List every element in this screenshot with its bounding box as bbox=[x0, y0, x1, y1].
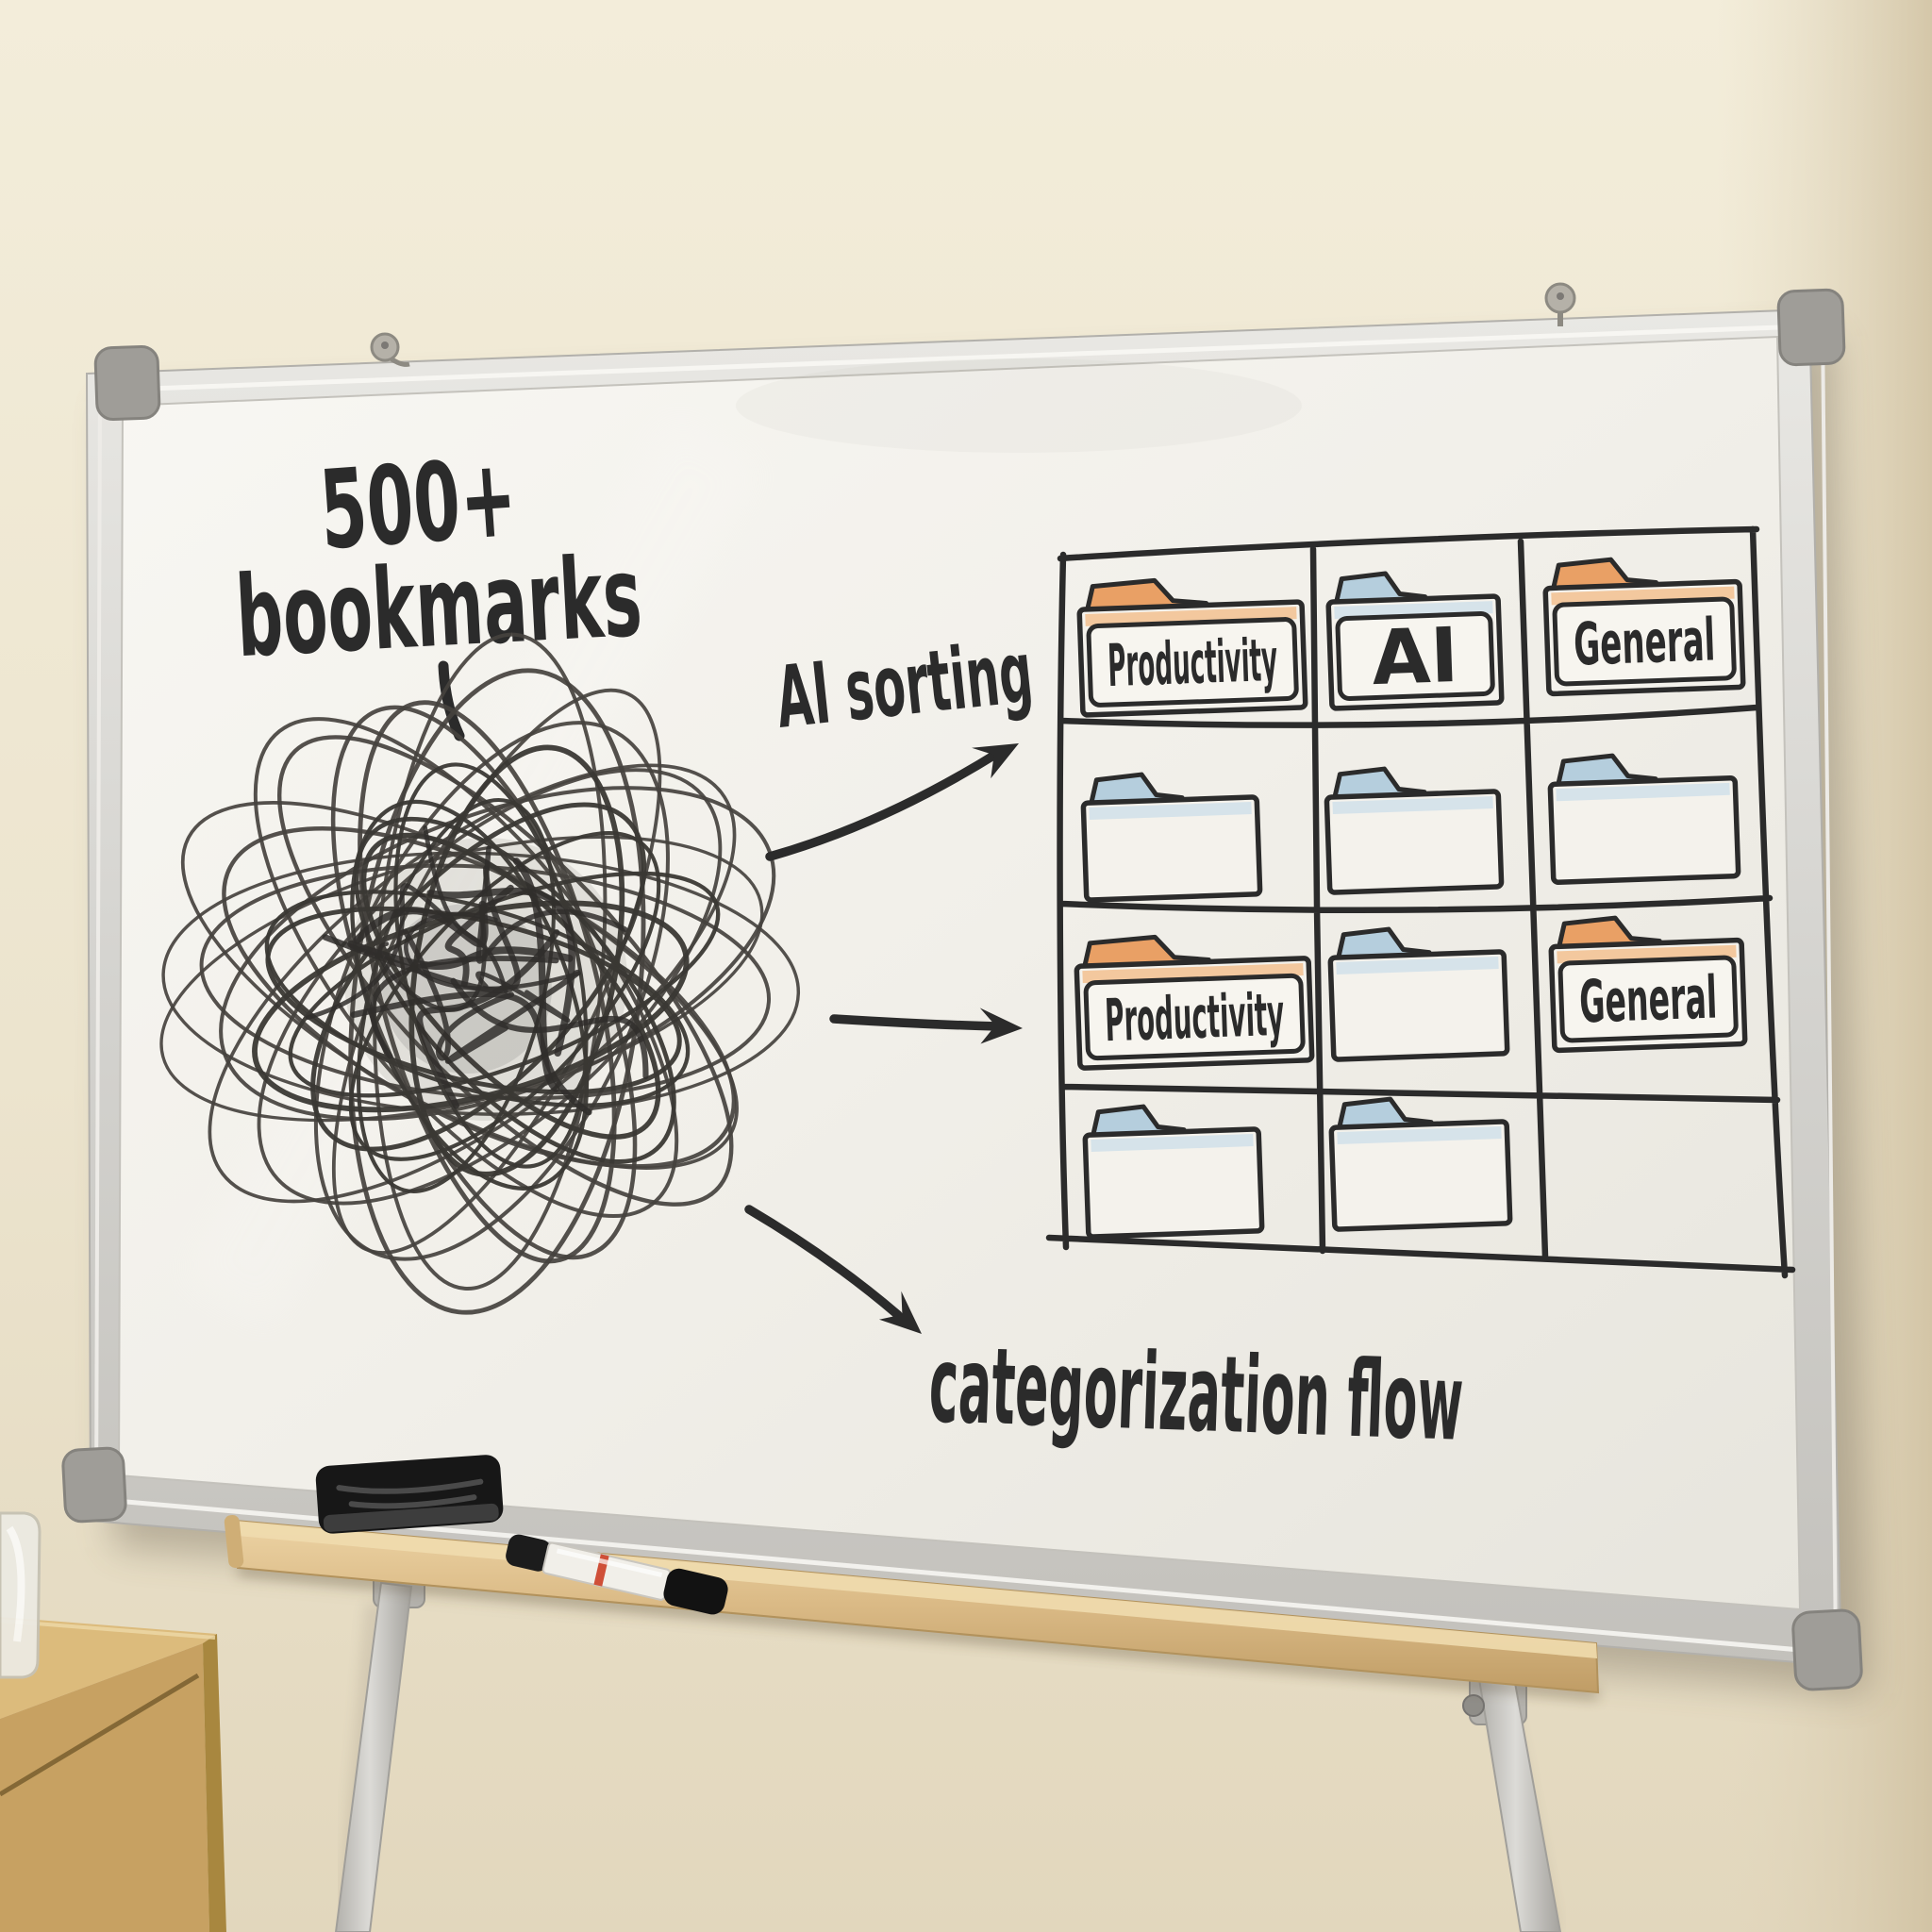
folder-grid-lines bbox=[1045, 525, 1796, 1279]
dry-erase-marker bbox=[506, 1534, 728, 1615]
board-drawing: 500+ bookmarks AI sorting ProductivityAI… bbox=[159, 435, 1796, 1465]
arrow-categorization bbox=[744, 1205, 903, 1320]
folder-productivity: Productivity bbox=[1076, 577, 1308, 718]
arrow-middle bbox=[829, 1014, 1003, 1031]
wooden-cabinet bbox=[0, 1617, 226, 1932]
easel-stand bbox=[334, 1544, 1562, 1932]
folder-blank bbox=[1324, 766, 1505, 895]
folder-label: Productivity bbox=[1107, 625, 1278, 700]
arrowhead-icon bbox=[979, 1008, 1023, 1044]
folder-label-plate bbox=[1086, 617, 1299, 708]
folder-band bbox=[1337, 1125, 1502, 1145]
folder-band bbox=[1082, 962, 1304, 984]
wall-hooks bbox=[370, 282, 1576, 367]
bookmark-tangle-scribble bbox=[159, 632, 801, 1315]
folder-band bbox=[1085, 607, 1297, 626]
folder-ai: AI bbox=[1325, 571, 1505, 711]
folder-general: General bbox=[1542, 557, 1746, 697]
folder-body bbox=[1328, 1119, 1513, 1232]
folder-blank bbox=[1547, 753, 1741, 885]
folder-body bbox=[1082, 1126, 1265, 1240]
folder-productivity: Productivity bbox=[1074, 934, 1315, 1071]
hook-right-icon bbox=[1544, 282, 1576, 326]
bookmarks-count-label: 500+ bbox=[316, 435, 521, 575]
label-tick-stroke bbox=[438, 660, 465, 741]
folder-band bbox=[1091, 1134, 1254, 1153]
arrowhead-icon bbox=[972, 743, 1019, 779]
folder-blank bbox=[1080, 772, 1263, 903]
bookmarks-word-label: bookmarks bbox=[233, 531, 645, 682]
folder-blank bbox=[1328, 1096, 1513, 1232]
folder-label-plate bbox=[1557, 955, 1739, 1043]
folder-band bbox=[1336, 957, 1499, 975]
folder-band bbox=[1332, 796, 1493, 814]
folder-grid: ProductivityAIGeneralProductivityGeneral bbox=[1074, 557, 1748, 1240]
folder-band bbox=[1089, 802, 1252, 821]
folder-band bbox=[1556, 782, 1730, 802]
glass-jar bbox=[0, 1511, 42, 1679]
folder-label-plate bbox=[1552, 596, 1737, 687]
folder-label: General bbox=[1573, 605, 1716, 678]
folder-general: General bbox=[1548, 915, 1748, 1054]
whiteboard-eraser bbox=[315, 1455, 504, 1534]
folder-label: AI bbox=[1371, 611, 1460, 702]
folder-body bbox=[1547, 775, 1741, 885]
leg-knob-right bbox=[1462, 1694, 1485, 1717]
folder-label-plate bbox=[1335, 611, 1495, 701]
folder-body bbox=[1327, 949, 1510, 1062]
hook-left-icon bbox=[370, 332, 410, 367]
folder-body bbox=[1324, 789, 1505, 895]
folder-blank bbox=[1082, 1104, 1265, 1240]
arrowhead-icon bbox=[878, 1291, 922, 1334]
frame-corner-caps bbox=[61, 288, 1863, 1691]
categorization-flow-label: categorization flow bbox=[927, 1324, 1465, 1465]
arrows bbox=[744, 743, 1023, 1334]
folder-label-plate bbox=[1083, 973, 1306, 1061]
folder-body bbox=[1080, 794, 1263, 903]
folder-label: General bbox=[1578, 962, 1718, 1036]
folder-blank bbox=[1327, 926, 1510, 1062]
folder-band bbox=[1557, 944, 1737, 964]
folder-label: Productivity bbox=[1104, 980, 1285, 1056]
folder-band bbox=[1551, 586, 1735, 606]
arrow-ai-sorting bbox=[765, 748, 1003, 861]
